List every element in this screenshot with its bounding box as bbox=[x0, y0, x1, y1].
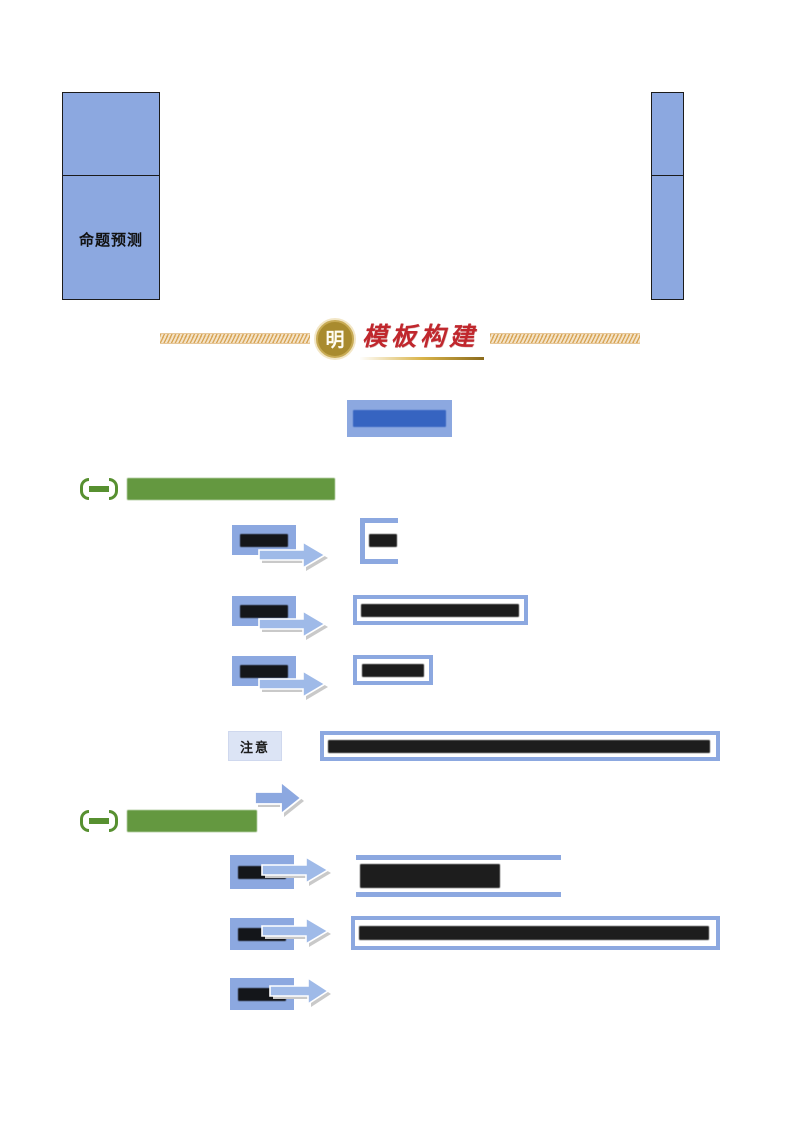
content-bar-top bbox=[356, 855, 561, 860]
bracket-bar-icon-2 bbox=[80, 810, 118, 832]
section-1-row-3-arrow bbox=[258, 669, 333, 703]
section-1-row-2-content bbox=[353, 595, 528, 625]
section-1-heading-text bbox=[127, 478, 335, 500]
section-1-row-3-content bbox=[353, 655, 433, 685]
top-left-box-divider bbox=[63, 175, 159, 177]
subtitle-bar bbox=[347, 400, 452, 437]
banner-seal-icon: 明 bbox=[316, 319, 354, 358]
content-bar-bottom bbox=[356, 892, 561, 897]
section-1-row-1-content-text bbox=[369, 534, 397, 547]
banner-title: 模板构建 bbox=[360, 317, 485, 360]
subtitle-bar-text bbox=[353, 410, 446, 427]
section-1-row-1-label-text bbox=[240, 533, 288, 547]
top-right-box bbox=[651, 92, 684, 300]
section-2-row-2-arrow bbox=[261, 916, 336, 950]
note-label: 注意 bbox=[228, 731, 282, 761]
section-2-row-2-content-text bbox=[359, 926, 709, 940]
section-1-row-1-bracket bbox=[360, 518, 398, 564]
banner-rope-right bbox=[490, 333, 641, 344]
section-2-heading bbox=[80, 810, 257, 832]
note-content bbox=[320, 731, 720, 761]
bracket-bar-icon bbox=[80, 478, 118, 500]
top-right-box-divider bbox=[652, 175, 683, 177]
section-banner: 明 模板构建 bbox=[160, 317, 641, 360]
section-1-heading bbox=[80, 478, 335, 500]
top-left-box: 命题预测 bbox=[62, 92, 160, 300]
section-2-row-2-content bbox=[351, 916, 720, 950]
banner-rope-left bbox=[160, 333, 310, 344]
section-2-floating-arrow bbox=[254, 780, 307, 818]
section-1-row-3-content-text bbox=[362, 663, 424, 677]
section-1-row-2-content-text bbox=[361, 603, 519, 617]
section-1-row-3-label-text bbox=[240, 664, 288, 678]
section-2-row-1-arrow bbox=[261, 855, 336, 889]
note-label-text: 注意 bbox=[239, 740, 270, 756]
note-content-text bbox=[328, 739, 710, 753]
section-1-row-2-label-text bbox=[240, 604, 288, 618]
section-1-row-1-arrow bbox=[258, 540, 333, 574]
section-2-row-1-content bbox=[356, 855, 568, 901]
section-1-row-2-arrow bbox=[258, 609, 333, 643]
section-2-row-1-content-text bbox=[360, 864, 500, 888]
section-2-heading-text bbox=[127, 810, 257, 832]
top-left-lower-cell-text: 命题预测 bbox=[78, 231, 143, 249]
section-2-row-3-arrow bbox=[269, 976, 336, 1010]
